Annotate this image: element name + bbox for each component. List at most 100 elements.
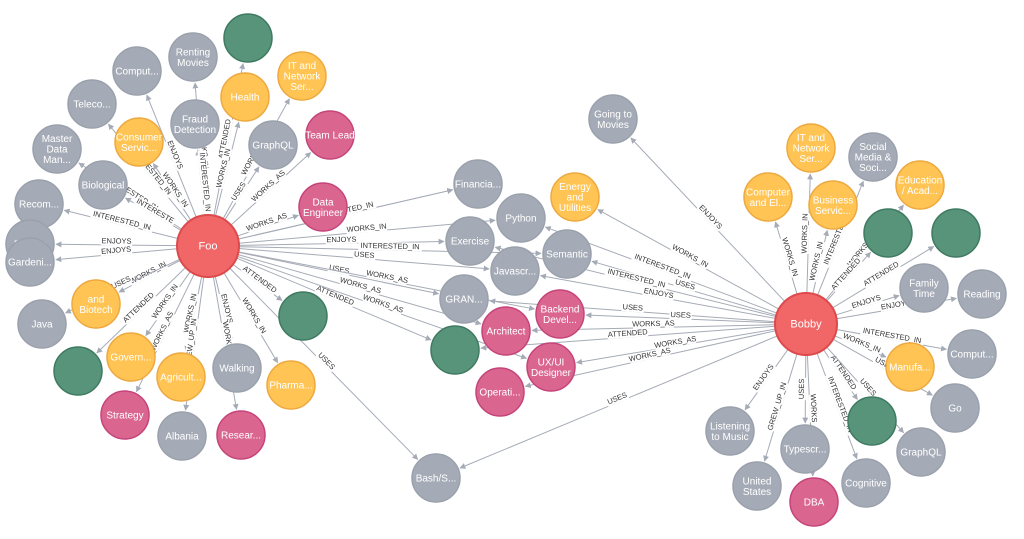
node-circle[interactable] bbox=[896, 427, 946, 477]
node-circle[interactable] bbox=[439, 274, 489, 324]
node-graphql-foo[interactable]: GraphQL bbox=[248, 120, 298, 170]
node-circle[interactable] bbox=[786, 123, 836, 173]
relationship-foo-fishing[interactable]: ENJOYS bbox=[55, 236, 178, 248]
node-circle[interactable] bbox=[732, 461, 782, 511]
node-semantic[interactable]: Semantic bbox=[542, 229, 592, 279]
node-foo[interactable]: Foo bbox=[176, 214, 240, 278]
relationship-bobby-energy[interactable]: WORKS_IN bbox=[597, 209, 780, 310]
relationship-foo-gardening[interactable]: ENJOYS bbox=[55, 244, 178, 263]
node-architect[interactable]: Architect bbox=[481, 306, 531, 356]
node-green-r3[interactable] bbox=[847, 396, 897, 446]
node-circle[interactable] bbox=[100, 390, 150, 440]
node-circle[interactable] bbox=[156, 352, 206, 402]
node-circle[interactable] bbox=[266, 360, 316, 410]
node-circle[interactable] bbox=[475, 367, 525, 417]
node-education[interactable]: Education/ Acad... bbox=[895, 160, 945, 210]
node-circle[interactable] bbox=[430, 325, 480, 375]
node-circle[interactable] bbox=[496, 193, 546, 243]
node-circle[interactable] bbox=[848, 132, 898, 182]
node-green-r2[interactable] bbox=[931, 208, 981, 258]
node-python[interactable]: Python bbox=[496, 193, 546, 243]
node-circle[interactable] bbox=[930, 383, 980, 433]
node-circle[interactable] bbox=[841, 458, 891, 508]
node-computer-r[interactable]: Comput... bbox=[947, 329, 997, 379]
node-circle[interactable] bbox=[705, 406, 755, 456]
node-circle[interactable] bbox=[445, 216, 495, 266]
node-circle[interactable] bbox=[157, 411, 207, 461]
node-circle[interactable] bbox=[490, 246, 540, 296]
node-circle[interactable] bbox=[67, 79, 117, 129]
node-circle[interactable] bbox=[847, 396, 897, 446]
node-circle[interactable] bbox=[277, 51, 327, 101]
node-exercise[interactable]: Exercise bbox=[445, 216, 495, 266]
node-circle[interactable] bbox=[298, 182, 348, 232]
node-circle[interactable] bbox=[114, 117, 164, 167]
node-circle[interactable] bbox=[863, 208, 913, 258]
node-team-lead[interactable]: Team Lead bbox=[305, 110, 355, 160]
node-gardening[interactable]: Gardeni... bbox=[5, 237, 55, 287]
node-javascript[interactable]: Javascr... bbox=[490, 246, 540, 296]
node-walking[interactable]: Walking bbox=[212, 343, 262, 393]
node-circle[interactable] bbox=[535, 289, 585, 339]
relationship-bobby-green-center[interactable]: ATTENDED bbox=[480, 325, 776, 351]
node-cognitive[interactable]: Cognitive bbox=[841, 458, 891, 508]
relationship-foo-graphql-foo[interactable]: USES bbox=[224, 166, 260, 221]
node-strategy[interactable]: Strategy bbox=[100, 390, 150, 440]
node-computer-science[interactable]: Comput... bbox=[112, 46, 162, 96]
node-circle[interactable] bbox=[899, 263, 949, 313]
node-biological[interactable]: Biological bbox=[78, 160, 128, 210]
node-bobby[interactable]: Bobby bbox=[774, 292, 838, 356]
node-circle[interactable] bbox=[895, 160, 945, 210]
relationship-bobby-backend[interactable]: USES bbox=[585, 310, 776, 324]
relationship-foo-exercise[interactable]: ENJOYS bbox=[238, 235, 445, 246]
node-circle[interactable] bbox=[789, 477, 839, 527]
node-green-mid[interactable] bbox=[278, 291, 328, 341]
node-typescript[interactable]: Typescr... bbox=[780, 424, 830, 474]
node-circle[interactable] bbox=[774, 292, 838, 356]
node-circle[interactable] bbox=[168, 32, 218, 82]
node-green-r1[interactable] bbox=[863, 208, 913, 258]
node-circle[interactable] bbox=[588, 94, 638, 144]
node-bash[interactable]: Bash/S... bbox=[411, 453, 461, 503]
node-green-top[interactable] bbox=[223, 13, 273, 63]
node-go[interactable]: Go bbox=[930, 383, 980, 433]
node-circle[interactable] bbox=[248, 120, 298, 170]
node-circle[interactable] bbox=[808, 180, 858, 230]
node-java[interactable]: Java bbox=[17, 299, 67, 349]
node-graphql-bobby[interactable]: GraphQL bbox=[896, 427, 946, 477]
node-circle[interactable] bbox=[212, 343, 262, 393]
node-circle[interactable] bbox=[931, 208, 981, 258]
node-circle[interactable] bbox=[170, 99, 220, 149]
node-albania[interactable]: Albania bbox=[157, 411, 207, 461]
node-financial[interactable]: Financia... bbox=[453, 159, 503, 209]
node-circle[interactable] bbox=[411, 453, 461, 503]
node-circle[interactable] bbox=[78, 160, 128, 210]
node-circle[interactable] bbox=[550, 172, 600, 222]
node-circle[interactable] bbox=[542, 229, 592, 279]
relationship-bobby-typescript[interactable]: USES bbox=[797, 354, 809, 424]
node-operations[interactable]: Operati... bbox=[475, 367, 525, 417]
relationship-bobby-computer-electronics[interactable]: WORKS_IN bbox=[774, 221, 800, 295]
node-granular[interactable]: GRAN... bbox=[439, 274, 489, 324]
node-pharma[interactable]: Pharma... bbox=[266, 360, 316, 410]
node-government[interactable]: Govern... bbox=[106, 332, 156, 382]
node-circle[interactable] bbox=[453, 159, 503, 209]
node-circle[interactable] bbox=[885, 342, 935, 392]
node-telecom[interactable]: Teleco... bbox=[67, 79, 117, 129]
relationship-bobby-it-network-bobby[interactable]: WORKS_IN bbox=[800, 173, 814, 294]
node-manufacturing[interactable]: Manufa... bbox=[885, 342, 935, 392]
node-agriculture[interactable]: Agricult... bbox=[156, 352, 206, 402]
relationship-foo-javascript[interactable]: USES bbox=[238, 248, 490, 272]
node-circle[interactable] bbox=[743, 172, 793, 222]
